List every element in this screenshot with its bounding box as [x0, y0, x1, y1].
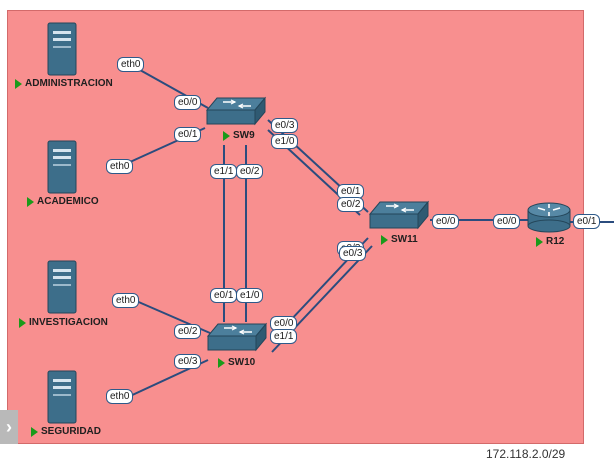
- status-triangle-icon: [536, 236, 543, 247]
- device-name: SW10: [228, 357, 256, 368]
- port-r12-e01[interactable]: e0/1: [573, 214, 601, 229]
- router-r12[interactable]: [526, 200, 572, 239]
- label-seguridad: SEGURIDAD: [31, 426, 101, 437]
- status-triangle-icon: [31, 426, 38, 437]
- port-sw9-e10[interactable]: e1/0: [271, 134, 299, 149]
- port-pc1-eth0[interactable]: eth0: [117, 57, 145, 72]
- port-sw9-e01[interactable]: e0/1: [174, 127, 202, 142]
- port-sw11-e02[interactable]: e0/2: [337, 197, 365, 212]
- label-academico: ACADEMICO: [27, 196, 99, 207]
- status-triangle-icon: [19, 317, 26, 328]
- label-sw10: SW10: [218, 357, 255, 368]
- port-sw10-e10[interactable]: e1/0: [236, 288, 264, 303]
- device-name: INVESTIGACION: [29, 317, 108, 328]
- pc-academico[interactable]: [47, 140, 77, 194]
- device-name: SEGURIDAD: [41, 426, 102, 437]
- device-name: ACADEMICO: [37, 196, 99, 207]
- switch-icon: [368, 200, 430, 230]
- status-triangle-icon: [218, 357, 225, 368]
- port-sw9-e00[interactable]: e0/0: [174, 95, 202, 110]
- device-name: ADMINISTRACION: [25, 78, 113, 89]
- label-sw9: SW9: [223, 130, 255, 141]
- switch-icon: [205, 96, 267, 126]
- port-r12-e00[interactable]: e0/0: [493, 214, 521, 229]
- device-name: SW11: [391, 234, 418, 245]
- server-tower-icon: [47, 22, 77, 76]
- port-sw10-e03[interactable]: e0/3: [174, 354, 202, 369]
- device-name: SW9: [233, 130, 255, 141]
- port-pc2-eth0[interactable]: eth0: [106, 159, 134, 174]
- pc-seguridad[interactable]: [47, 370, 77, 424]
- port-sw9-e02[interactable]: e0/2: [236, 164, 264, 179]
- port-pc3-eth0[interactable]: eth0: [112, 293, 140, 308]
- server-tower-icon: [47, 260, 77, 314]
- port-sw11-e03b[interactable]: e0/3: [339, 246, 367, 261]
- port-sw9-e11[interactable]: e1/1: [210, 164, 238, 179]
- chevron-right-icon: ›: [6, 416, 12, 437]
- status-triangle-icon: [381, 234, 388, 245]
- switch-icon: [206, 322, 268, 352]
- switch-sw9[interactable]: [205, 96, 267, 131]
- pc-investigacion[interactable]: [47, 260, 77, 314]
- port-sw10-e11[interactable]: e1/1: [270, 329, 298, 344]
- label-r12: R12: [536, 236, 564, 247]
- status-triangle-icon: [15, 78, 22, 89]
- panel-expander[interactable]: ›: [0, 410, 18, 444]
- device-name: R12: [546, 236, 565, 247]
- router-icon: [527, 202, 571, 233]
- port-sw10-e02[interactable]: e0/2: [174, 324, 202, 339]
- pc-administracion[interactable]: [47, 22, 77, 76]
- status-triangle-icon: [223, 130, 230, 141]
- network-zone: [7, 10, 584, 444]
- switch-sw11[interactable]: [368, 200, 430, 235]
- server-tower-icon: [47, 370, 77, 424]
- label-investigacion: INVESTIGACION: [19, 317, 108, 328]
- port-sw11-e00[interactable]: e0/0: [432, 214, 460, 229]
- status-triangle-icon: [27, 196, 34, 207]
- port-sw10-e01[interactable]: e0/1: [210, 288, 238, 303]
- switch-sw10[interactable]: [206, 322, 268, 357]
- server-tower-icon: [47, 140, 77, 194]
- label-sw11: SW11: [381, 234, 418, 245]
- subnet-label: 172.118.2.0/29: [486, 447, 566, 461]
- label-administracion: ADMINISTRACION: [15, 78, 113, 89]
- port-pc4-eth0[interactable]: eth0: [106, 389, 134, 404]
- port-sw9-e03[interactable]: e0/3: [271, 118, 299, 133]
